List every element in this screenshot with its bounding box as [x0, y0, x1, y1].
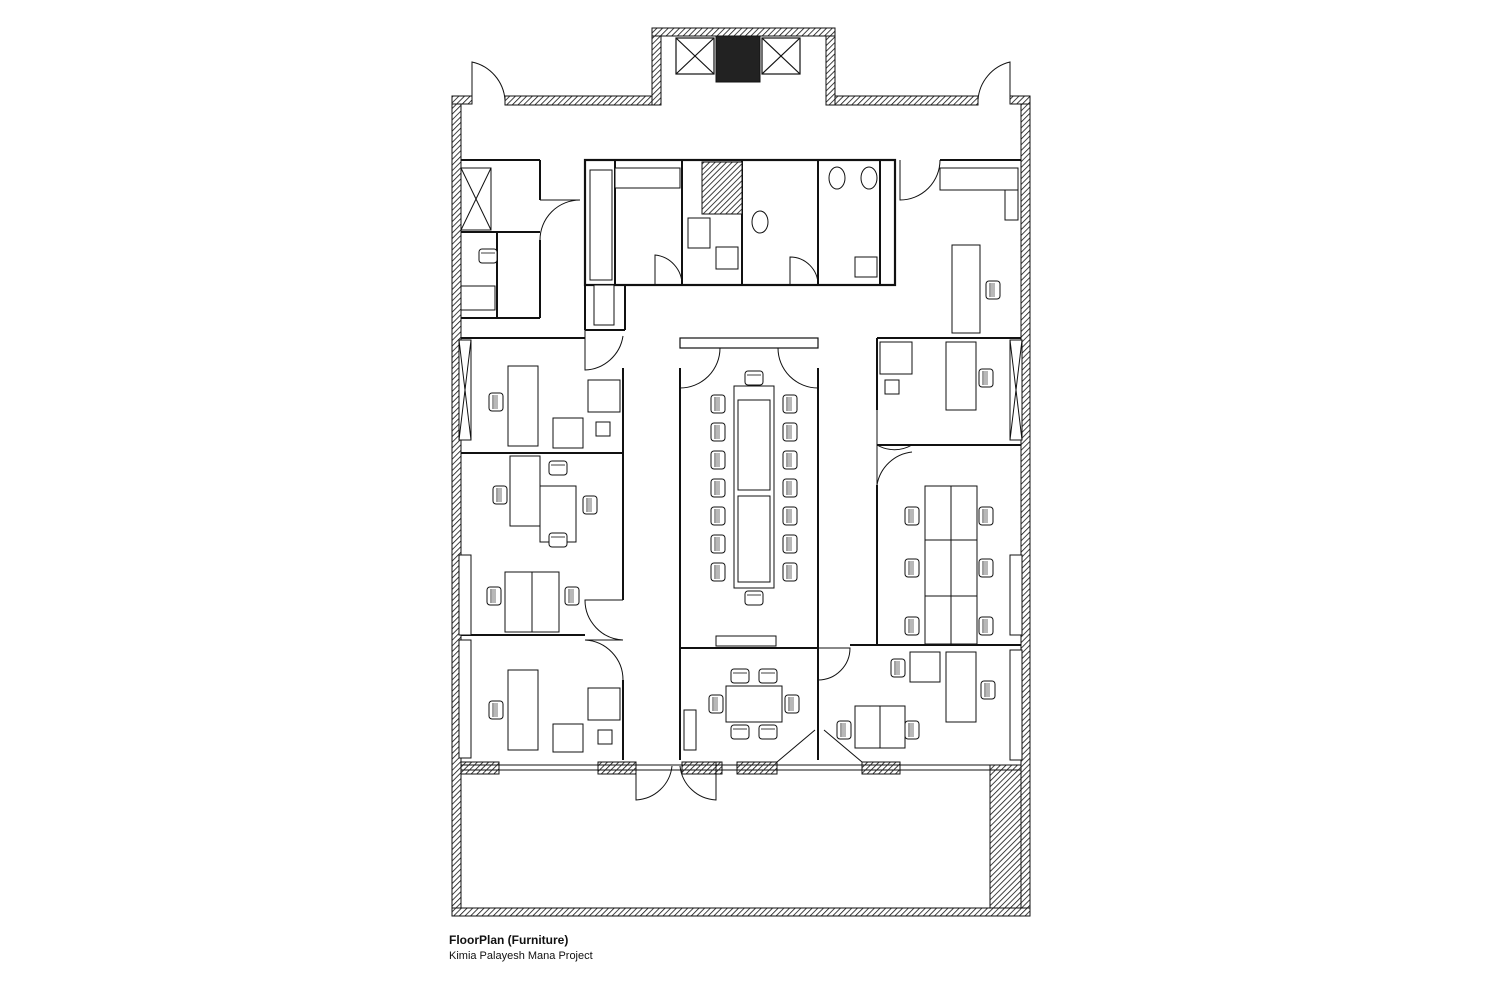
drawing-title: FloorPlan (Furniture) — [449, 933, 569, 947]
drawing-subtitle: Kimia Palayesh Mana Project — [449, 950, 593, 962]
window-line — [461, 764, 1021, 771]
kitchenette — [939, 167, 1019, 334]
elevator-shafts — [675, 37, 801, 75]
restroom-fixtures — [589, 161, 878, 326]
entry-doors — [471, 61, 1011, 104]
conference-table — [710, 370, 798, 647]
side-windows — [458, 339, 1023, 761]
meeting-room-furniture — [683, 668, 800, 751]
interior-walls — [461, 158, 1021, 760]
door-swings — [539, 159, 941, 801]
right-office-furniture — [836, 341, 996, 749]
left-office-furniture — [486, 365, 621, 753]
exterior-walls — [451, 27, 1031, 917]
small-office-furniture — [460, 167, 498, 311]
